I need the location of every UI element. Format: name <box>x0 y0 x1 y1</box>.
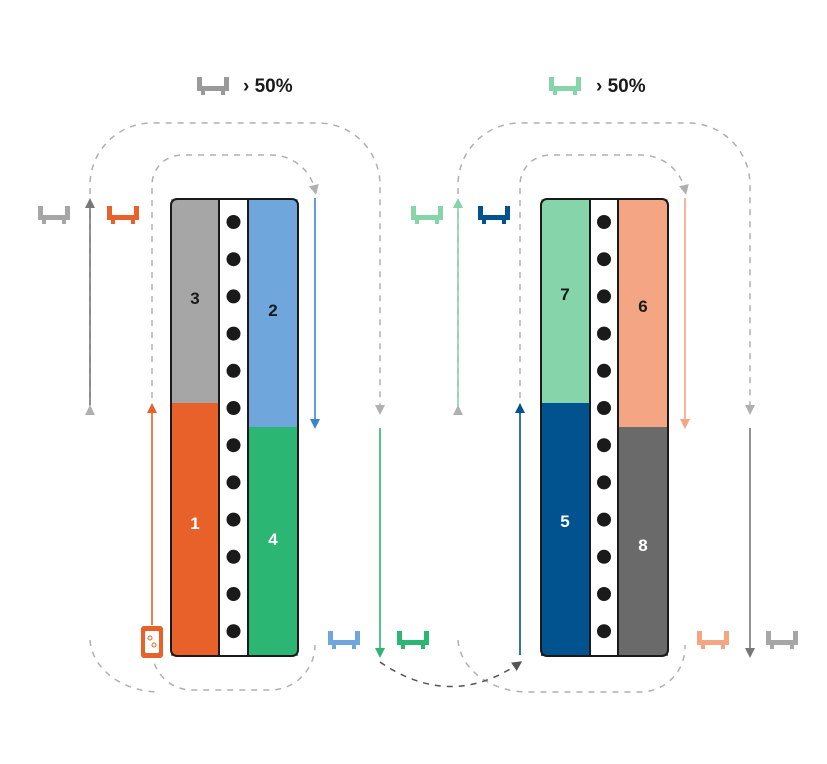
cart-gray-right-icon <box>765 630 799 650</box>
rack-dot <box>597 512 611 527</box>
rack-dot <box>226 587 241 601</box>
segment-label-1: 1 <box>190 514 199 533</box>
dashed-routes <box>85 122 755 693</box>
legend-label: › 50% <box>596 76 646 97</box>
rack-dot <box>226 326 241 341</box>
rack-dot <box>597 363 611 378</box>
rack-dot <box>226 438 241 453</box>
rack-right: 7 6 5 8 <box>540 198 669 657</box>
legend-left: › 50% <box>196 76 293 97</box>
rack-dot <box>597 289 611 304</box>
rack-dots <box>597 215 611 639</box>
rack-dot <box>226 215 241 229</box>
rack-dot <box>226 475 241 490</box>
segment-6 <box>618 199 668 427</box>
cart-gray-left-icon <box>37 205 71 225</box>
rack-spine <box>219 199 248 656</box>
rack-outline <box>540 198 669 657</box>
flow-arrows <box>85 198 755 658</box>
legend-label: › 50% <box>243 76 293 97</box>
legend-cart-icon <box>196 76 230 96</box>
rack-spine <box>590 199 618 656</box>
rack-dot <box>226 363 241 378</box>
segment-5 <box>541 403 590 656</box>
rack-dot <box>597 215 611 229</box>
rack-dot <box>597 252 611 267</box>
rack-dot <box>597 401 611 415</box>
segment-label-2: 2 <box>268 301 277 320</box>
cart-green-icon <box>396 630 430 650</box>
segment-8 <box>618 427 668 656</box>
segment-label-7: 7 <box>560 285 569 304</box>
rack-outline <box>170 198 299 657</box>
rack-dot <box>597 326 611 341</box>
segment-label-6: 6 <box>638 297 647 316</box>
segment-7 <box>541 199 590 403</box>
segment-label-3: 3 <box>190 289 199 308</box>
rack-dot <box>597 624 611 639</box>
rack-dot <box>226 549 241 564</box>
rack-dot <box>597 549 611 564</box>
segment-label-4: 4 <box>268 530 278 549</box>
rack-dot <box>226 624 241 639</box>
rack-dot <box>597 438 611 453</box>
segment-4 <box>248 427 298 656</box>
segment-label-8: 8 <box>638 536 647 555</box>
cart-orange-icon <box>106 205 140 225</box>
rack-dots <box>226 215 241 639</box>
rack-dot <box>226 252 241 267</box>
legend-right: › 50% <box>548 76 646 97</box>
rack-dot <box>597 587 611 601</box>
segment-2 <box>248 199 298 427</box>
cart-mint-icon <box>410 205 444 225</box>
rack-dot <box>597 475 611 490</box>
segment-1 <box>171 403 219 656</box>
scanner-icon <box>141 626 163 658</box>
segment-label-5: 5 <box>560 512 569 531</box>
rack-dot <box>226 289 241 304</box>
cart-salmon-icon <box>696 630 730 650</box>
legend-cart-icon <box>548 76 582 96</box>
segment-3 <box>171 199 219 403</box>
rack-dot <box>226 512 241 527</box>
rack-dot <box>226 401 241 415</box>
rack-left: 3 2 1 4 <box>170 198 299 657</box>
cart-blue-icon <box>327 630 361 650</box>
cart-navy-icon <box>477 205 511 225</box>
